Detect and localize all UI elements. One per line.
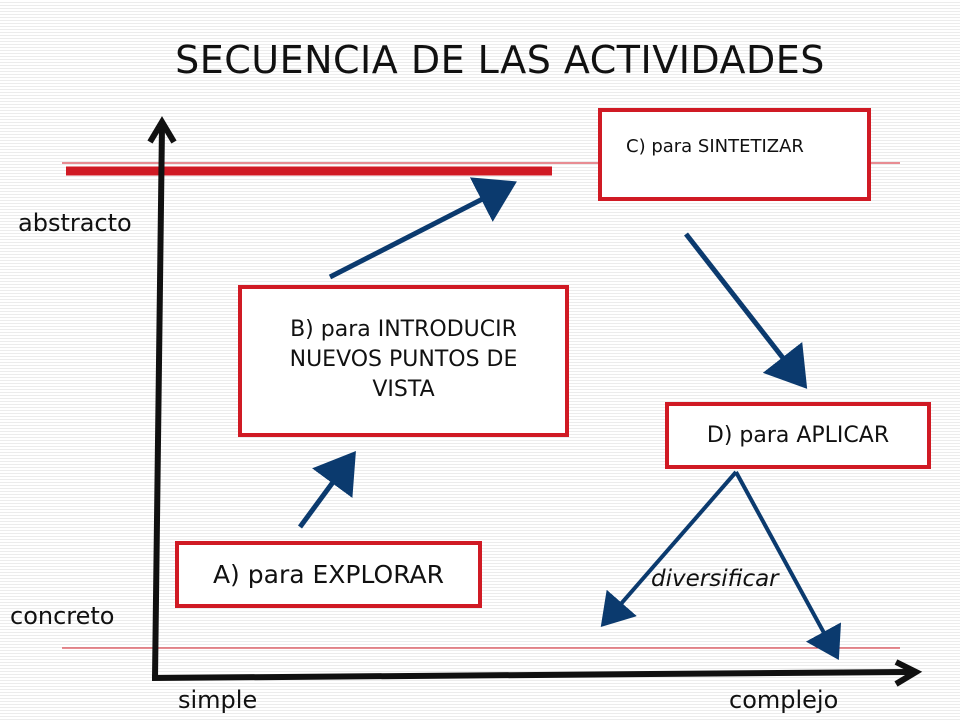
y-axis-top-label: abstracto (18, 209, 132, 237)
x-axis-left-label: simple (178, 686, 258, 714)
y-axis-bottom-label: concreto (10, 602, 115, 630)
diversificar-label: diversificar (651, 566, 779, 592)
box-explorar-label: A) para EXPLORAR (212, 560, 445, 589)
arrow-a-to-b (297, 450, 356, 529)
box-aplicar-label: D) para APLICAR (706, 423, 890, 448)
x-axis-right-label: complejo (729, 686, 839, 714)
box-introducir-label: B) para INTRODUCIR NUEVOS PUNTOS DE VIST… (289, 317, 518, 402)
arrow-b-to-c (328, 177, 517, 280)
box-sintetizar-label: C) para SINTETIZAR (626, 136, 804, 157)
box-aplicar: D) para APLICAR (665, 402, 931, 469)
box-explorar: A) para EXPLORAR (175, 541, 482, 608)
diagram-title: SECUENCIA DE LAS ACTIVIDADES (175, 38, 825, 82)
box-introducir: B) para INTRODUCIR NUEVOS PUNTOS DE VIST… (238, 285, 569, 437)
box-sintetizar: C) para SINTETIZAR (598, 108, 871, 201)
x-axis (151, 659, 923, 687)
arrow-diversify-left (600, 470, 738, 628)
arrow-diversify-right (734, 471, 842, 661)
y-axis (147, 116, 177, 679)
arrow-c-to-d (684, 232, 808, 389)
